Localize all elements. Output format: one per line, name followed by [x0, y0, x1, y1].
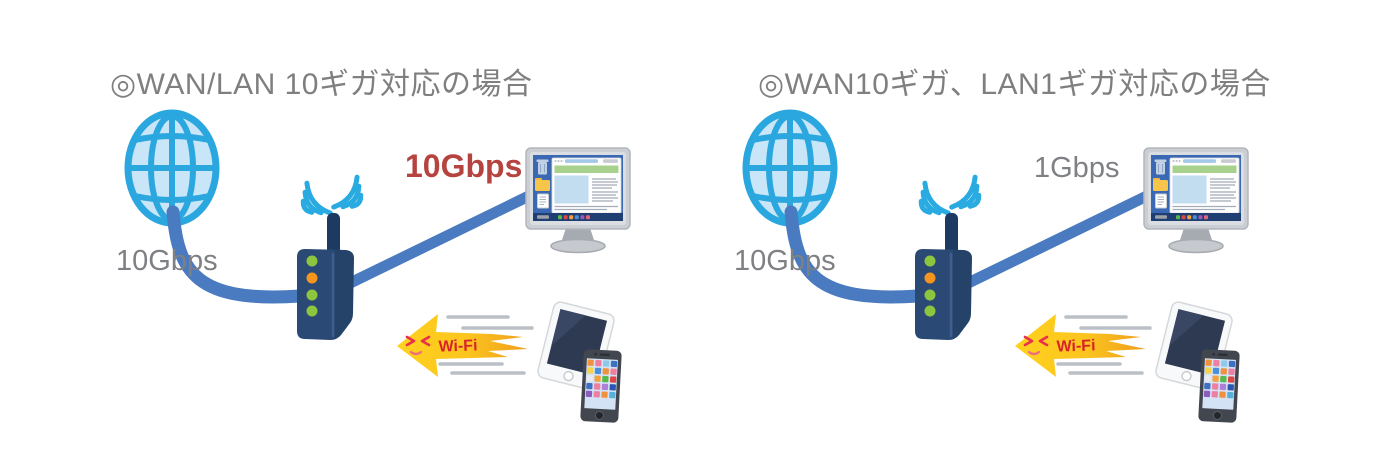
panel-title: ◎WAN/LAN 10ギガ対応の場合 [110, 68, 533, 101]
panel-title: ◎WAN10ギガ、LAN1ギガ対応の場合 [758, 68, 1271, 101]
wan-speed-label: 10Gbps [734, 245, 836, 277]
panel-wan-lan-10g: ◎WAN/LAN 10ギガ対応の場合 10Gbps 10Gbps [110, 68, 690, 470]
wan-speed-label: 10Gbps [116, 245, 218, 277]
lan-speed-label: 10Gbps [405, 148, 523, 184]
lan-speed-label: 1Gbps [1034, 152, 1120, 184]
panel-wan10g-lan1g: ◎WAN10ギガ、LAN1ギガ対応の場合 10Gbps 1Gbps [618, 0, 1308, 470]
